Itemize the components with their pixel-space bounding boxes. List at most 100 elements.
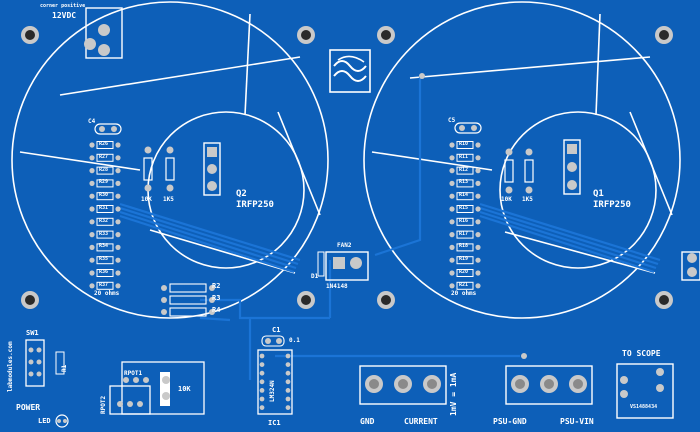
website-label: labmodules.com bbox=[7, 341, 14, 392]
r2-value-label: 10K bbox=[182, 285, 192, 291]
ic-pin bbox=[285, 353, 291, 359]
sw1-footprint bbox=[25, 339, 65, 387]
resistor-pad bbox=[115, 283, 121, 289]
mounting-hole bbox=[297, 26, 315, 44]
gnd-label: GND bbox=[360, 417, 375, 426]
resistor-ref-label: R12 bbox=[459, 166, 469, 173]
resistor-pad bbox=[475, 193, 481, 199]
resistor-body bbox=[456, 192, 474, 201]
rpot-footprints bbox=[109, 361, 205, 415]
resistor-body bbox=[96, 166, 114, 175]
fan2-label: FAN2 bbox=[337, 242, 352, 249]
psu-gnd-label: PSU-GND bbox=[493, 417, 527, 426]
resistor-body bbox=[456, 205, 474, 213]
sw1-label: SW1 bbox=[26, 329, 39, 337]
resistor-ref-label: R30 bbox=[99, 192, 109, 199]
current-label: CURRENT bbox=[404, 417, 438, 426]
d1-label: D1 bbox=[311, 273, 319, 280]
ohms-right-label: 20 ohms bbox=[451, 290, 477, 297]
r1-label: R1 bbox=[61, 364, 68, 372]
capacitor-c4 bbox=[94, 123, 122, 135]
resistor-pad bbox=[449, 193, 455, 199]
resistor-pad bbox=[115, 180, 121, 186]
via bbox=[521, 353, 527, 359]
resistor-body bbox=[456, 153, 474, 162]
resistor-body bbox=[96, 141, 114, 149]
led-footprint bbox=[55, 414, 69, 428]
resistor-pad bbox=[449, 232, 455, 238]
resistor-ref-label: R15 bbox=[459, 205, 469, 211]
resistor-pad bbox=[475, 155, 481, 161]
power-label: POWER bbox=[16, 403, 41, 412]
resistor-body bbox=[96, 217, 114, 226]
resistor-body bbox=[456, 281, 474, 290]
resistor-pad bbox=[475, 142, 481, 148]
terminal-block-gnd-current bbox=[359, 365, 447, 405]
resistor-pad bbox=[115, 232, 121, 238]
ic-pin bbox=[285, 379, 291, 385]
vertical-resistors-left bbox=[143, 146, 175, 192]
resistor-pad bbox=[115, 244, 121, 250]
mounting-hole bbox=[21, 26, 39, 44]
q1-label: Q1 bbox=[593, 189, 604, 199]
ic1-label: IC1 bbox=[268, 419, 281, 427]
vertical-resistors-right bbox=[504, 148, 534, 194]
resistor-body bbox=[456, 230, 474, 239]
resistor-pad bbox=[89, 193, 95, 199]
resistor-body bbox=[456, 217, 474, 226]
resistor-pad bbox=[115, 142, 121, 148]
mounting-hole bbox=[655, 291, 673, 309]
resistor-pad bbox=[475, 168, 481, 174]
left-1k5-label: 1K5 bbox=[163, 196, 174, 203]
resistor-body bbox=[96, 179, 114, 188]
ic-pin bbox=[285, 405, 291, 410]
resistor-column-left bbox=[89, 141, 121, 290]
resistor-pad bbox=[449, 219, 455, 225]
right-10k-label: 10K bbox=[501, 196, 512, 203]
resistor-pad bbox=[115, 168, 121, 174]
resistor-pad bbox=[115, 206, 121, 212]
ic-pin bbox=[259, 362, 265, 367]
resistor-pad bbox=[475, 244, 481, 250]
ic-pin bbox=[259, 388, 265, 393]
resistor-ref-label: R29 bbox=[99, 179, 109, 186]
resistor-pad bbox=[449, 270, 455, 276]
ic-pin bbox=[259, 405, 265, 410]
resistor-body bbox=[96, 243, 114, 252]
resistor-ref-label: R21 bbox=[459, 281, 469, 288]
bnc-text-label: VS1488434 bbox=[630, 404, 658, 410]
scale-label: 1mV = 1mA bbox=[449, 372, 458, 416]
diode-part-label: 1N4148 bbox=[326, 283, 348, 290]
resistor-pad bbox=[89, 219, 95, 225]
mounting-hole bbox=[21, 291, 39, 309]
fan1-connector-partial bbox=[681, 251, 700, 281]
resistor-ref-label: R36 bbox=[99, 269, 109, 275]
resistor-pad bbox=[475, 232, 481, 238]
c5-label: C5 bbox=[448, 117, 456, 124]
right-1k5-label: 1K5 bbox=[522, 196, 533, 203]
resistor-pad bbox=[449, 257, 455, 263]
resistor-body bbox=[96, 256, 114, 265]
vdc-label: 12VDC bbox=[52, 11, 77, 20]
resistor-body bbox=[456, 166, 474, 175]
resistor-body bbox=[456, 269, 474, 277]
resistor-body bbox=[96, 281, 114, 290]
resistor-pad bbox=[475, 219, 481, 225]
resistor-pad bbox=[89, 142, 95, 148]
resistor-ref-label: R33 bbox=[99, 230, 109, 237]
capacitor-c1 bbox=[261, 335, 285, 347]
resistor-ref-label: R20 bbox=[459, 269, 469, 275]
resistor-pad bbox=[89, 206, 95, 212]
resistor-ref-label: R11 bbox=[459, 153, 469, 160]
resistor-body bbox=[456, 141, 474, 149]
resistor-pad bbox=[449, 155, 455, 161]
resistor-ref-label: R16 bbox=[459, 217, 469, 224]
ic-pin bbox=[285, 362, 291, 367]
r3-label: R3 bbox=[212, 294, 221, 302]
resistor-body bbox=[456, 179, 474, 188]
resistor-pad bbox=[89, 155, 95, 161]
resistor-ref-label: R26 bbox=[99, 141, 109, 147]
resistor-body bbox=[456, 256, 474, 265]
